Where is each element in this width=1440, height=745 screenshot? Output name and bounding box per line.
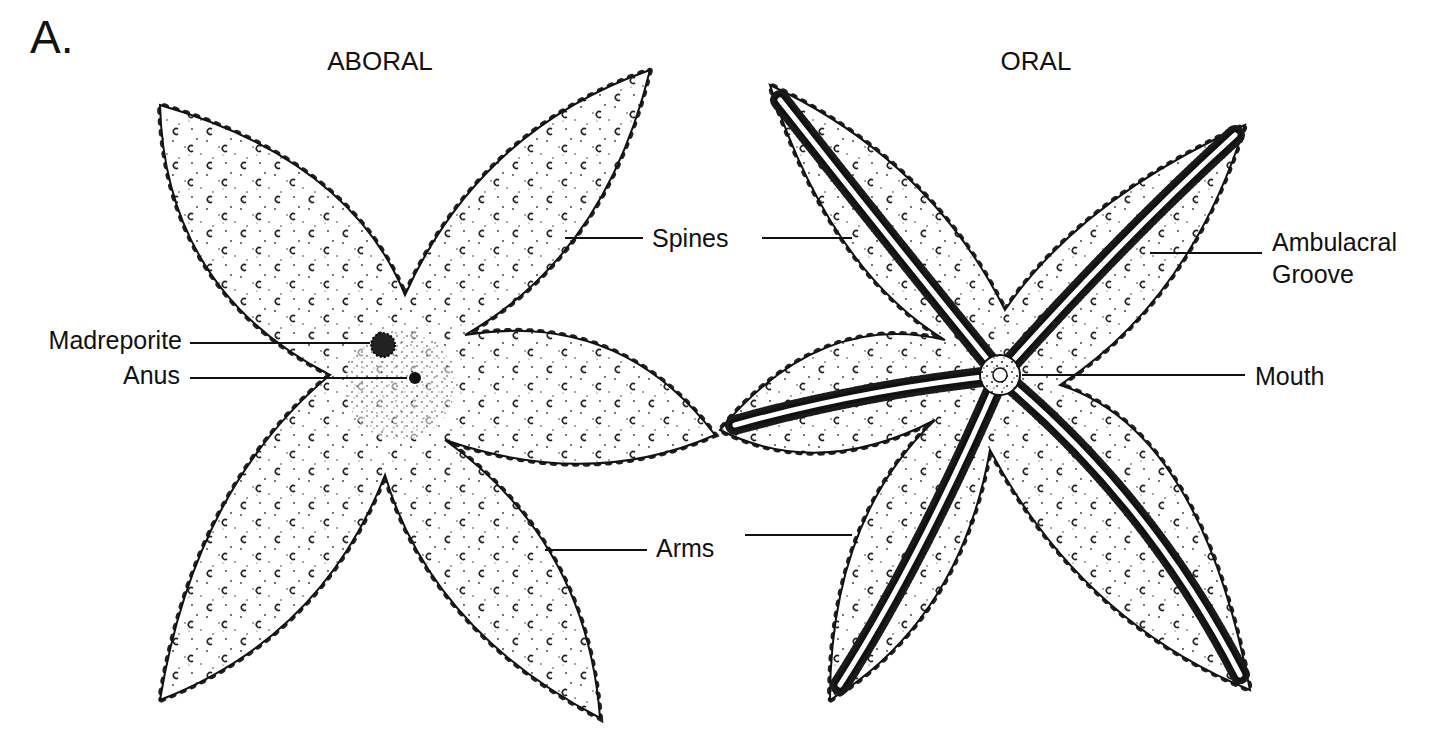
panel-letter: A.: [30, 8, 73, 68]
part-label: Madreporite: [49, 324, 182, 357]
part-label: Mouth: [1255, 360, 1324, 393]
view-heading: ORAL: [1001, 45, 1072, 79]
part-label: Anus: [123, 359, 180, 392]
part-label: Spines: [652, 222, 728, 255]
part-label: Arms: [656, 532, 714, 565]
oral-starfish: [720, 85, 1250, 700]
leader-lines: [190, 238, 1262, 550]
aboral-starfish: [160, 70, 715, 718]
part-label: Ambulacral Groove: [1272, 226, 1432, 291]
view-heading: ABORAL: [327, 45, 433, 79]
